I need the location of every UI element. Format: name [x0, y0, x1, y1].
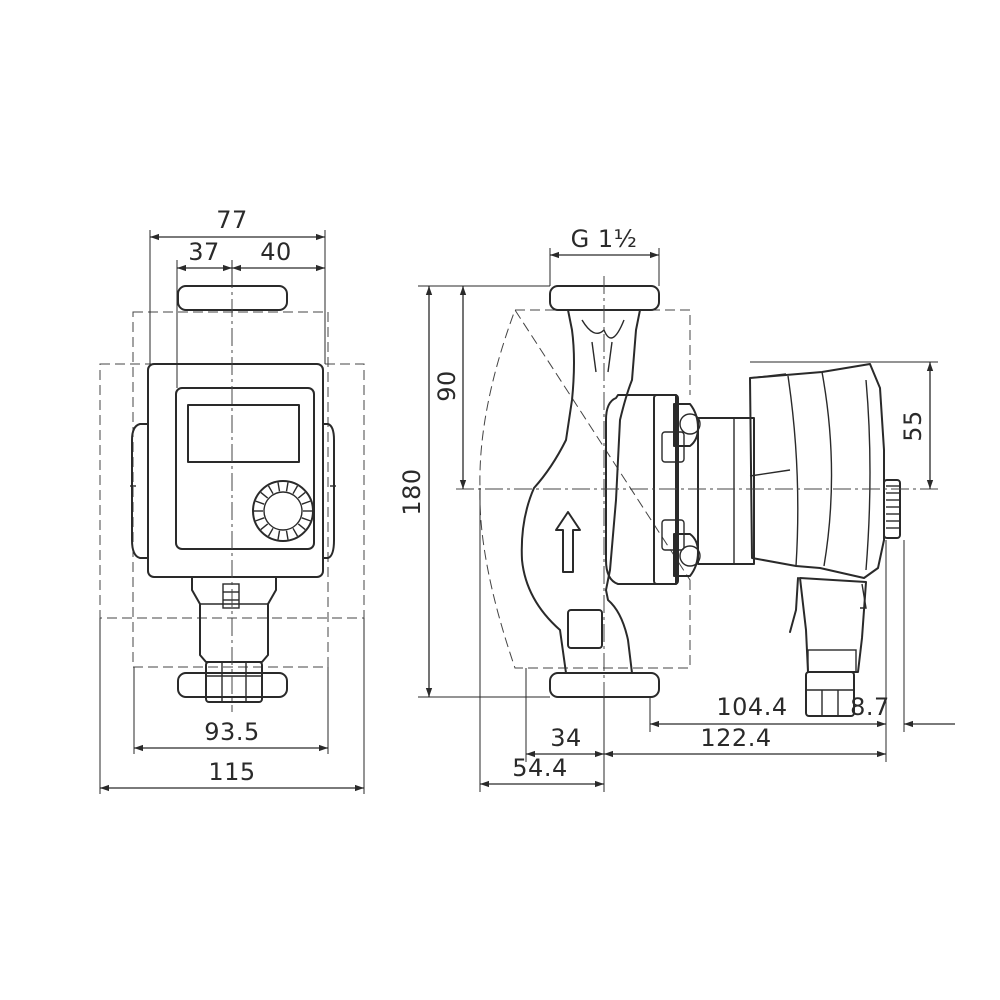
side-hidden-envelope	[479, 308, 691, 669]
dim-label-34: 34	[550, 724, 582, 752]
front-view	[99, 270, 365, 712]
front-display	[187, 404, 300, 463]
dim-label-55: 55	[899, 410, 927, 442]
knob-grip-tick	[297, 523, 306, 531]
dim-label-8-7: 8.7	[850, 693, 890, 721]
side-cable-gland	[883, 479, 901, 539]
side-view	[456, 276, 938, 717]
knob-grip-tick	[301, 517, 311, 522]
front-dimensions: 77 37 40 93.5 115	[99, 206, 365, 794]
knob-grip-tick	[285, 530, 289, 540]
side-motor-neck	[697, 417, 755, 565]
side-pump-body	[520, 309, 641, 674]
knob-grip-tick	[292, 485, 299, 495]
dim-label-93-5: 93.5	[204, 718, 259, 746]
knob-grip-tick	[292, 527, 299, 537]
knob-grip-tick	[277, 530, 281, 540]
knob-grip-tick	[267, 485, 274, 495]
front-housing-left-bulge	[131, 423, 149, 559]
dim-label-122-4: 122.4	[700, 724, 771, 752]
dim-label-180: 180	[398, 468, 426, 515]
dim-label-54-4: 54.4	[512, 754, 567, 782]
side-plug-module	[799, 577, 867, 673]
side-nameplate-box	[567, 609, 603, 649]
front-hidden-flange-envelope	[132, 311, 329, 668]
knob-grip-tick	[260, 491, 269, 499]
side-plug-terminal	[805, 671, 855, 717]
dim-label-90: 90	[433, 370, 461, 402]
dim-label-115: 115	[208, 758, 255, 786]
front-motor-housing	[147, 363, 324, 578]
knob-grip-tick	[255, 517, 265, 522]
knob-grip-tick	[260, 523, 269, 531]
knob-grip-tick	[301, 500, 311, 505]
dim-label-77: 77	[216, 206, 248, 234]
side-plug-lever	[789, 577, 799, 633]
front-bottom-flange	[177, 672, 288, 698]
dim-label-thread: G 1½	[571, 225, 638, 253]
knob-grip-tick	[277, 482, 281, 492]
side-coupling-ring	[605, 394, 677, 585]
front-lower-neck	[191, 576, 277, 663]
front-cable-clip	[222, 583, 240, 609]
knob-grip-tick	[255, 500, 265, 505]
dim-label-104-4: 104.4	[716, 693, 787, 721]
front-housing-right-bulge	[322, 423, 335, 559]
knob-grip-tick	[285, 482, 289, 492]
flow-direction-arrow-icon	[555, 511, 581, 573]
front-control-knob	[252, 480, 314, 542]
knob-grip-tick	[297, 491, 306, 499]
front-control-panel	[175, 387, 315, 550]
dim-label-40: 40	[260, 238, 292, 266]
front-lower-nut	[205, 661, 263, 703]
side-motor-head	[749, 363, 885, 579]
knob-grip-tick	[267, 527, 274, 537]
side-dimensions: G 1½ 180 90 55 104.4 8.7 122.4 34 54.4	[398, 225, 955, 792]
dim-label-37: 37	[188, 238, 220, 266]
